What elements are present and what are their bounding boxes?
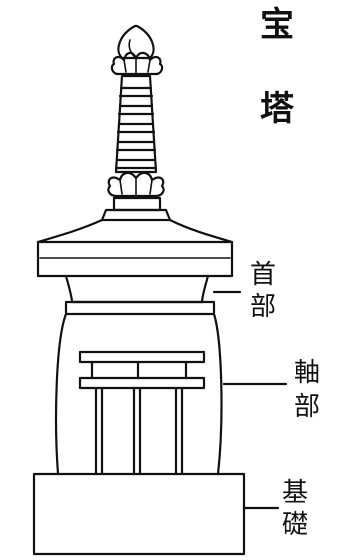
neck-label-2: 部	[250, 292, 277, 322]
neck-label-1: 首	[250, 260, 277, 290]
axis-label-1: 軸	[294, 358, 321, 388]
base-label-2: 礎	[282, 510, 309, 540]
axis-body	[54, 312, 223, 476]
title-char-2: 塔	[260, 89, 294, 129]
neck	[64, 274, 216, 316]
door-frame	[78, 350, 206, 476]
axis-label-2: 部	[294, 392, 321, 422]
spire-base	[100, 196, 172, 222]
finial-jewel	[117, 24, 155, 60]
roof	[36, 218, 234, 278]
upper-lotus	[110, 51, 164, 76]
spire-rings	[114, 74, 158, 174]
lower-lotus	[107, 171, 165, 198]
base-label-1: 基	[282, 478, 309, 508]
foundation	[32, 472, 246, 556]
title-char-1: 宝	[260, 5, 294, 45]
leader-lines	[212, 290, 288, 510]
